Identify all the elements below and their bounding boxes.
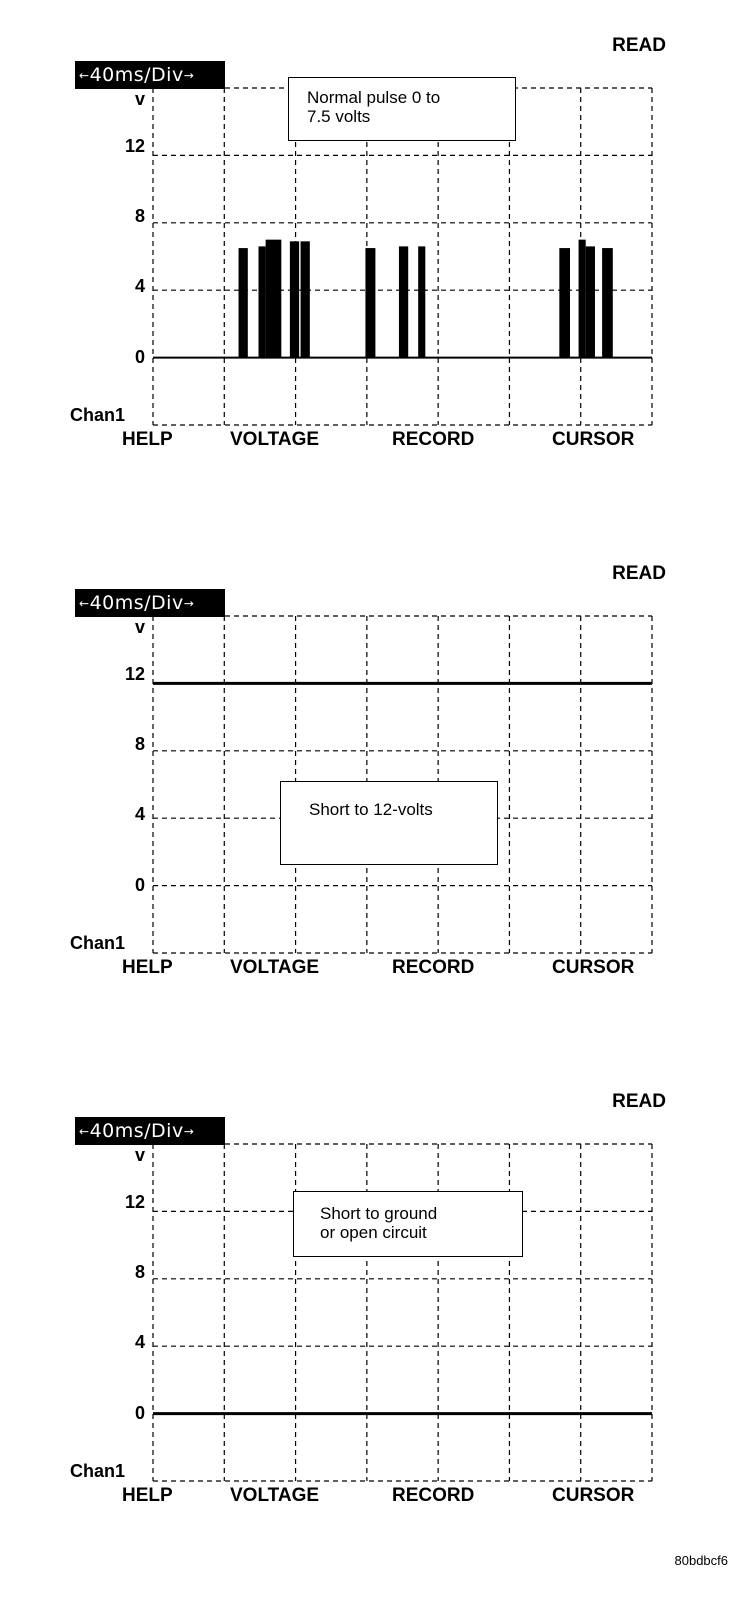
channel-label: Chan1 (70, 1461, 126, 1481)
signal-pulse (418, 246, 426, 358)
voltage-softkey[interactable]: VOLTAGE (230, 429, 320, 450)
y-tick-0: 0 (134, 1403, 145, 1423)
voltage-softkey[interactable]: VOLTAGE (230, 1485, 320, 1506)
scope-plot (152, 615, 653, 954)
help-softkey[interactable]: HELP (122, 429, 173, 450)
y-tick-8: 8 (134, 734, 145, 754)
record-softkey[interactable]: RECORD (392, 429, 475, 450)
y-tick-0: 0 (134, 347, 145, 367)
channel-label: Chan1 (70, 933, 126, 953)
y-tick-12: 12 (124, 664, 145, 684)
read-button[interactable]: READ (612, 563, 666, 584)
record-softkey[interactable]: RECORD (392, 1485, 475, 1506)
signal-pulse (398, 246, 409, 358)
y-tick-4: 4 (134, 276, 145, 296)
read-button[interactable]: READ (612, 1091, 666, 1112)
channel-label: Chan1 (70, 405, 126, 425)
y-unit-label: v (134, 1145, 145, 1165)
y-tick-12: 12 (124, 136, 145, 156)
y-tick-8: 8 (134, 1262, 145, 1282)
y-tick-8: 8 (134, 206, 145, 226)
timebase-decrease-icon[interactable]: ← (79, 596, 90, 611)
timebase-indicator[interactable]: ←40ms/Div→ (75, 61, 225, 89)
timebase-decrease-icon[interactable]: ← (79, 68, 90, 83)
waveform-note: Short to ground or open circuit (293, 1191, 523, 1257)
y-unit-label: v (134, 89, 145, 109)
waveform-note: Normal pulse 0 to 7.5 volts (288, 77, 516, 141)
signal-pulse (238, 248, 248, 358)
y-tick-4: 4 (134, 804, 145, 824)
signal-pulse (365, 248, 376, 358)
timebase-increase-icon[interactable]: → (183, 68, 195, 83)
read-button[interactable]: READ (612, 35, 666, 56)
y-unit-label: v (134, 617, 145, 637)
signal-pulse (300, 241, 310, 358)
y-tick-0: 0 (134, 875, 145, 895)
timebase-value: 40ms/Div (89, 64, 184, 86)
timebase-increase-icon[interactable]: → (183, 596, 195, 611)
signal-pulse (602, 248, 613, 358)
cursor-softkey[interactable]: CURSOR (552, 957, 635, 978)
softkey-bar: HELP VOLTAGE RECORD CURSOR (0, 957, 736, 983)
signal-pulse (258, 246, 266, 358)
cursor-softkey[interactable]: CURSOR (552, 429, 635, 450)
scope-panel-3: READ ←40ms/Div→ v 12 8 4 0 Chan1 Short t… (0, 1091, 736, 1551)
signal-pulse (585, 246, 595, 358)
record-softkey[interactable]: RECORD (392, 957, 475, 978)
y-tick-4: 4 (134, 1332, 145, 1352)
timebase-value: 40ms/Div (89, 1120, 184, 1142)
scope-panel-2: READ ←40ms/Div→ v 12 8 4 0 Chan1 Short t… (0, 563, 736, 1023)
scope-panel-1: READ ←40ms/Div→ v 12 8 4 0 Chan1 Normal … (0, 35, 736, 495)
signal-pulse (289, 241, 300, 358)
scope-plot (152, 87, 653, 426)
signal-pulse (265, 239, 282, 358)
figure-id: 80bdbcf6 (674, 1553, 729, 1568)
help-softkey[interactable]: HELP (122, 1485, 173, 1506)
signal-pulse (578, 239, 586, 358)
help-softkey[interactable]: HELP (122, 957, 173, 978)
softkey-bar: HELP VOLTAGE RECORD CURSOR (0, 1485, 736, 1511)
timebase-indicator[interactable]: ←40ms/Div→ (75, 589, 225, 617)
timebase-indicator[interactable]: ←40ms/Div→ (75, 1117, 225, 1145)
signal-pulse (559, 248, 571, 358)
timebase-decrease-icon[interactable]: ← (79, 1124, 90, 1139)
cursor-softkey[interactable]: CURSOR (552, 1485, 635, 1506)
y-tick-12: 12 (124, 1192, 145, 1212)
softkey-bar: HELP VOLTAGE RECORD CURSOR (0, 429, 736, 455)
timebase-value: 40ms/Div (89, 592, 184, 614)
timebase-increase-icon[interactable]: → (183, 1124, 195, 1139)
voltage-softkey[interactable]: VOLTAGE (230, 957, 320, 978)
waveform-note: Short to 12-volts (280, 781, 498, 865)
